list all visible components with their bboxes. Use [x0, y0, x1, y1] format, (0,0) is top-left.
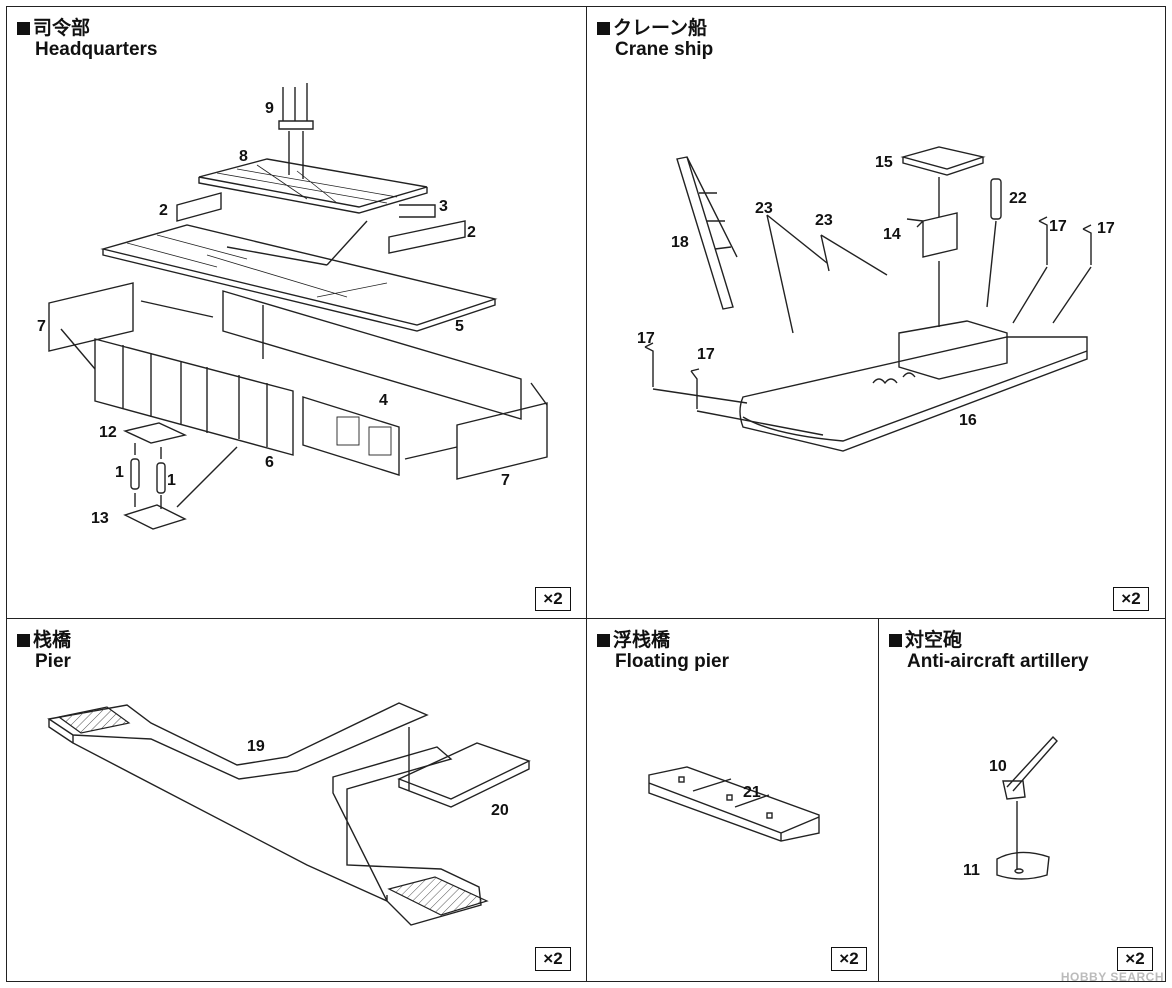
part-21-floats: [648, 766, 820, 842]
panel-headquarters: 司令部 Headquarters ×2: [6, 6, 588, 620]
headquarters-title-jp: 司令部: [17, 13, 90, 40]
bullet-square-icon: [597, 634, 610, 647]
part-6-front: [94, 338, 294, 456]
pier-quantity-badge: ×2: [535, 947, 571, 971]
part-17-a: [1038, 216, 1048, 265]
label-part-15: 15: [875, 154, 893, 171]
arrow-to-deck: [226, 220, 368, 266]
anti-aircraft-diagram: 10 11: [963, 735, 1058, 880]
label-part-11: 11: [963, 862, 980, 879]
floating-pier-title-en: Floating pier: [615, 651, 729, 672]
panel-anti-aircraft: 対空砲 Anti-aircraft artillery ×2 10 11: [878, 618, 1166, 982]
part-20-ramp: [397, 742, 531, 808]
pier-title-en: Pier: [35, 651, 71, 672]
label-part-23-b: 23: [815, 212, 833, 229]
crane-ship-diagram: 15 22 23 23 18 14 17 17 17 17 16: [637, 146, 1115, 452]
part-7-right: [456, 402, 548, 480]
arrow-9: [288, 131, 304, 179]
part-13-base: [123, 504, 187, 530]
label-part-17-a: 17: [1049, 218, 1067, 235]
part-7-left: [48, 282, 134, 352]
part-11-mount: [996, 851, 1050, 880]
floating-pier-quantity-badge: ×2: [831, 947, 867, 971]
label-part-21: 21: [743, 784, 761, 801]
part-23-b: [820, 234, 888, 276]
label-part-7-right: 7: [501, 472, 510, 489]
label-part-17-c: 17: [637, 330, 655, 347]
label-part-14: 14: [883, 226, 901, 243]
bullet-square-icon: [889, 634, 902, 647]
crane-ship-title-jp: クレーン船: [597, 13, 707, 40]
label-part-4: 4: [379, 392, 388, 409]
crane-ship-quantity-badge: ×2: [1113, 587, 1149, 611]
label-part-13: 13: [91, 510, 109, 527]
part-12-plate: [122, 422, 188, 444]
label-part-17-b: 17: [1097, 220, 1115, 237]
label-part-2-left: 2: [159, 202, 168, 219]
label-part-8: 8: [239, 148, 248, 165]
part-1-b: [156, 462, 166, 494]
label-part-6: 6: [265, 454, 274, 471]
floating-pier-diagram: 21: [648, 766, 820, 842]
part-2-left: [176, 192, 222, 222]
part-23-a: [766, 214, 828, 334]
part-17-b: [1082, 224, 1092, 265]
hatch-deck-left: [57, 706, 131, 734]
label-part-1-a: 1: [115, 464, 124, 481]
hatch-deck-right: [387, 876, 489, 916]
label-part-23-a: 23: [755, 200, 773, 217]
watermark: HOBBY SEARCH: [1060, 970, 1164, 984]
part-22: [990, 178, 1002, 220]
label-part-19: 19: [247, 738, 265, 755]
anti-aircraft-title-jp: 対空砲: [889, 625, 962, 652]
part-2-right: [388, 220, 466, 254]
part-19-branch: [332, 746, 482, 926]
label-part-5: 5: [455, 318, 464, 335]
part-8-roof: [198, 158, 428, 214]
bullet-square-icon: [597, 22, 610, 35]
label-part-12: 12: [99, 424, 117, 441]
label-part-18: 18: [671, 234, 689, 251]
label-part-20: 20: [491, 802, 509, 819]
part-10-gun: [1002, 735, 1058, 800]
panel-crane-ship: クレーン船 Crane ship ×2: [586, 6, 1166, 620]
deckhouse: [898, 320, 1008, 380]
part-18-crane-arm: [676, 156, 738, 310]
anti-aircraft-quantity-badge: ×2: [1117, 947, 1153, 971]
headquarters-quantity-badge: ×2: [535, 587, 571, 611]
part-4-wall: [222, 290, 522, 420]
anti-aircraft-title-en: Anti-aircraft artillery: [907, 651, 1089, 672]
label-part-2-right: 2: [467, 224, 476, 241]
label-part-7-left: 7: [37, 318, 46, 335]
part-window-wall: [302, 396, 400, 476]
panel-pier: 栈橋 Pier ×2 19 20: [6, 618, 588, 982]
headquarters-diagram: 9 8 3 2 2 5 7 4 7 12 1 1 6 13: [37, 83, 548, 530]
part-19-walkway: [47, 702, 429, 780]
part-9-antenna: [278, 83, 314, 130]
bullet-square-icon: [17, 634, 30, 647]
part-3: [399, 204, 436, 218]
label-part-22: 22: [1009, 190, 1027, 207]
label-part-16: 16: [959, 412, 977, 429]
part-15: [900, 146, 986, 176]
panel-floating-pier: 浮栈橋 Floating pier ×2 21: [586, 618, 880, 982]
part-17-c: [644, 342, 654, 387]
label-part-10: 10: [989, 758, 1007, 775]
pier-diagram: 19 20: [47, 702, 531, 926]
headquarters-title-en: Headquarters: [35, 39, 158, 60]
part-17-d: [690, 368, 700, 409]
part-1-a: [130, 458, 140, 490]
label-part-9: 9: [265, 100, 274, 117]
label-part-17-d: 17: [697, 346, 715, 363]
part-5-deck: [100, 224, 498, 332]
part-14-cabin: [906, 212, 958, 258]
label-part-3: 3: [439, 198, 448, 215]
bullet-square-icon: [17, 22, 30, 35]
label-part-1-b: 1: [167, 472, 176, 489]
floating-pier-title-jp: 浮栈橋: [597, 625, 670, 652]
crane-ship-title-en: Crane ship: [615, 39, 714, 60]
pier-title-jp: 栈橋: [17, 625, 71, 652]
